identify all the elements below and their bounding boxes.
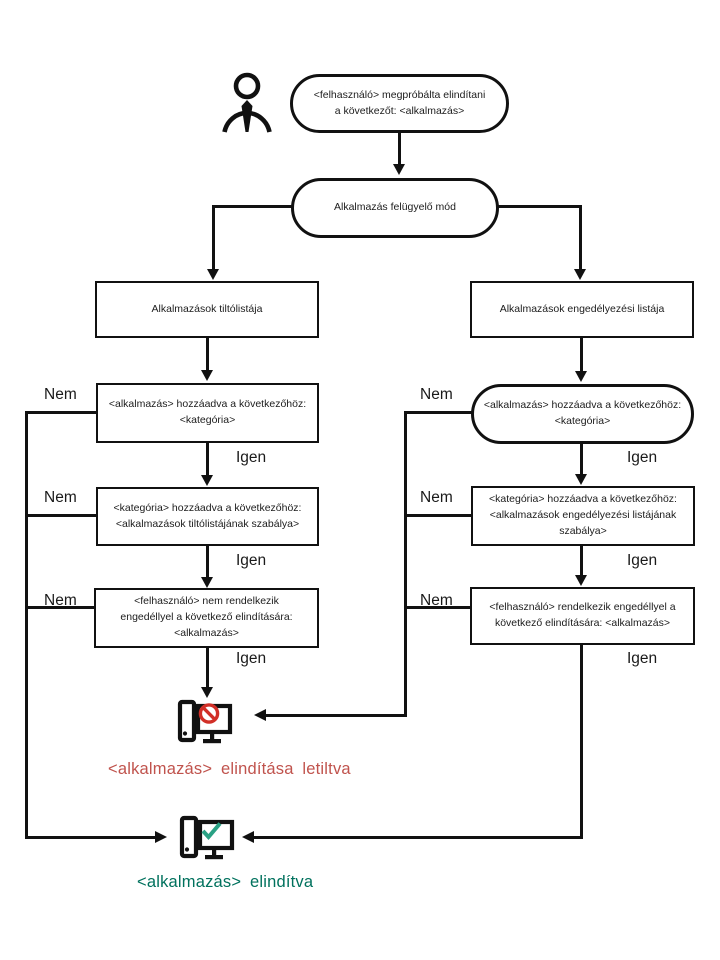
edge-mode-right-h [497,205,582,208]
node-deny-app-in-category: <alkalmazás> hozzáadva a következőhöz: <… [96,383,319,443]
edge-no-right-bus-v [404,411,407,717]
edge [206,648,209,687]
edge-no-right-3 [404,606,471,609]
node-allow-user-permission: <felhasználó> rendelkezik engedéllyel a … [470,587,695,645]
label-yes-allow-2: Igen [627,552,658,569]
label-no-deny-2: Nem [44,489,77,506]
arrowhead-down [201,687,213,698]
arrowhead-down [207,269,219,280]
edge [580,546,583,575]
arrowhead-down [201,475,213,486]
edge-no-left-bus-v [25,411,28,839]
edge [206,338,209,370]
edge-mode-left-v [212,205,215,269]
label-yes-deny-1: Igen [236,449,267,466]
edge-start-to-mode [398,133,401,164]
edge [580,444,583,474]
edge-no-left-1 [25,411,97,414]
node-allow-category-in-rule: <kategória> hozzáadva a következőhöz: <a… [471,486,695,546]
label-no-deny-1: Nem [44,386,77,403]
node-deny-user-permission: <felhasználó> nem rendelkezik engedéllye… [94,588,319,648]
arrowhead-left [254,709,266,721]
node-allow-list: Alkalmazások engedélyezési listája [470,281,694,338]
label-yes-allow-3: Igen [627,650,658,667]
edge [206,443,209,475]
arrowhead-down [575,474,587,485]
arrowhead-down [201,577,213,588]
edge-no-right-2 [404,514,472,517]
edge-allow-yes-h [254,836,583,839]
label-yes-deny-2: Igen [236,552,267,569]
label-no-allow-3: Nem [420,592,453,609]
edge-mode-right-v [579,205,582,269]
edge-allow-yes-v [580,645,583,839]
edge-no-left-3 [25,606,95,609]
node-deny-category-in-rule: <kategória> hozzáadva a következőhöz: <a… [96,487,319,546]
outcome-started-text: <alkalmazás> elindítva [137,873,314,891]
edge-no-right-1 [404,411,472,414]
node-start: <felhasználó> megpróbálta elindítani a k… [290,74,509,133]
edge [206,546,209,577]
user-person-icon [222,72,272,133]
edge [580,338,583,371]
arrowhead-down [574,269,586,280]
arrowhead-down [201,370,213,381]
label-yes-deny-3: Igen [236,650,267,667]
computer-started-icon [179,815,235,860]
computer-blocked-icon [177,699,233,744]
edge-no-right-bus-h [266,714,407,717]
node-deny-list: Alkalmazások tiltólistája [95,281,319,338]
arrowhead-down [575,575,587,586]
label-no-allow-1: Nem [420,386,453,403]
label-no-allow-2: Nem [420,489,453,506]
arrowhead-right [155,831,167,843]
arrowhead-down [575,371,587,382]
label-yes-allow-1: Igen [627,449,658,466]
edge-no-left-2 [25,514,97,517]
node-mode: Alkalmazás felügyelő mód [291,178,499,238]
edge-no-left-bus-h [25,836,155,839]
label-no-deny-3: Nem [44,592,77,609]
edge-mode-left-h [212,205,292,208]
outcome-blocked-text: <alkalmazás> elindítása letiltva [108,760,351,778]
arrowhead-left [242,831,254,843]
node-allow-app-in-category: <alkalmazás> hozzáadva a következőhöz: <… [471,384,694,444]
arrowhead-down [393,164,405,175]
